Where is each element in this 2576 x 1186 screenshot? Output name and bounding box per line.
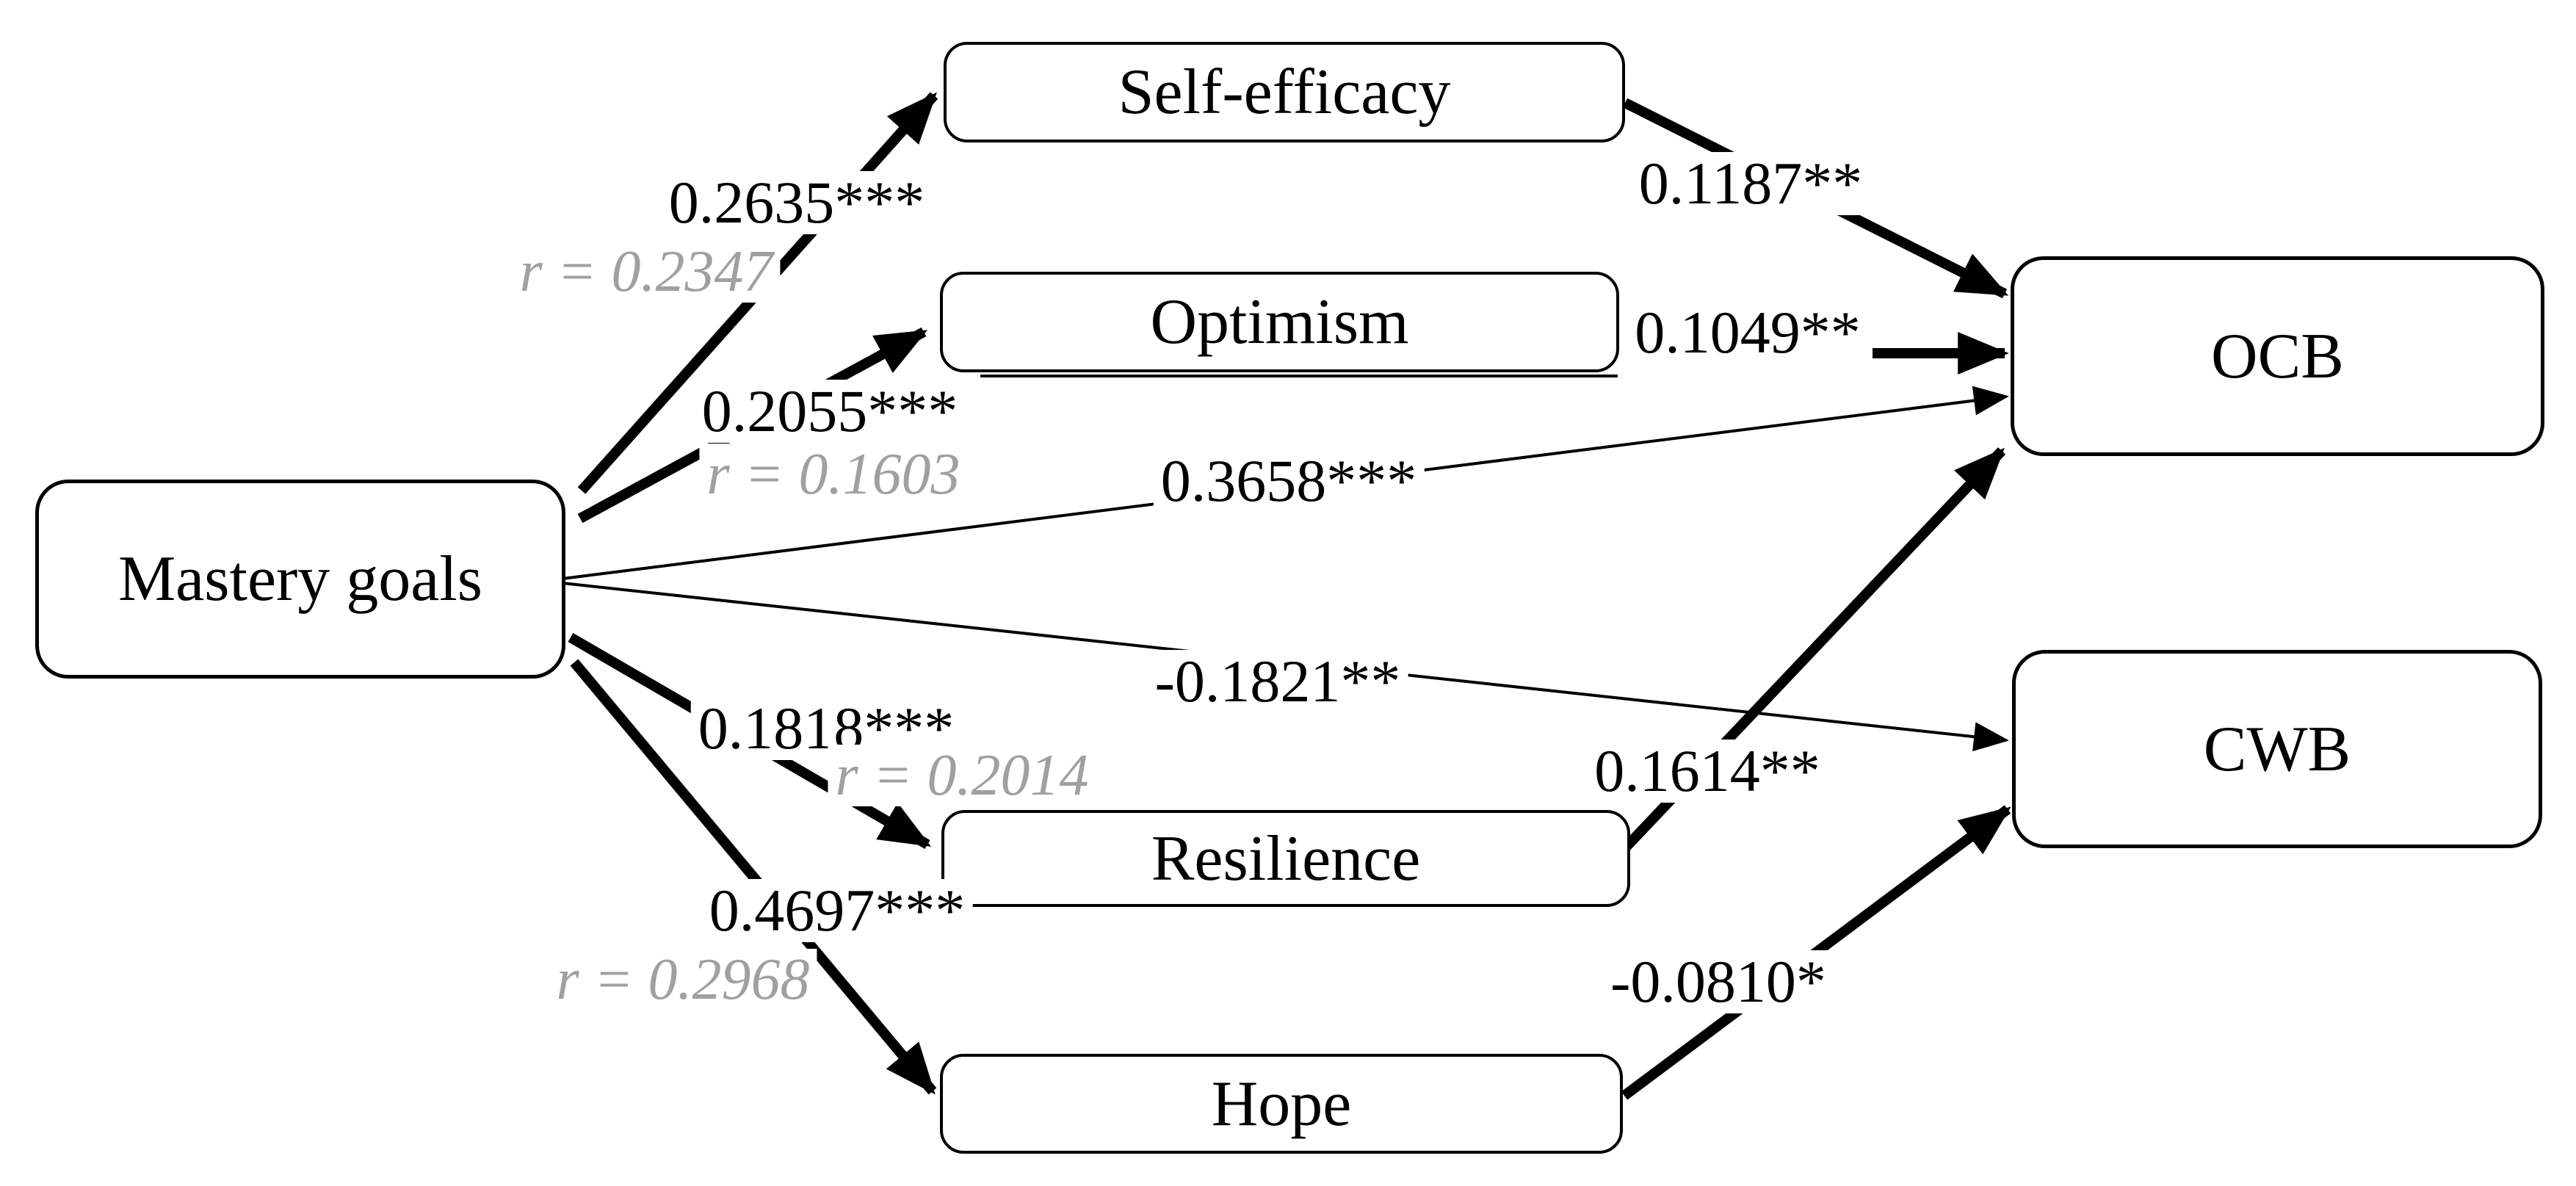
coefficient-mastery-self-efficacy: 0.2635*** <box>661 171 933 234</box>
node-self-efficacy: Self-efficacy <box>944 42 1625 142</box>
correlation-mastery-optimism: r = 0.1603 <box>699 444 968 505</box>
node-cwb-label: CWB <box>2203 713 2351 785</box>
coefficient-optimism-ocb: 0.1049** <box>1627 301 1868 364</box>
node-hope: Hope <box>940 1054 1623 1154</box>
node-resilience-label: Resilience <box>1151 822 1421 894</box>
node-cwb: CWB <box>2012 650 2542 848</box>
node-ocb: OCB <box>2011 256 2544 456</box>
correlation-mastery-resilience: r = 0.2014 <box>828 745 1096 806</box>
coefficient-hope-cwb: -0.0810* <box>1603 950 1834 1013</box>
coefficient-mastery-ocb: 0.3658*** <box>1153 449 1425 513</box>
coefficient-resilience-ocb: 0.1614** <box>1587 740 1828 803</box>
node-ocb-label: OCB <box>2211 320 2344 392</box>
coefficient-mastery-cwb: -0.1821** <box>1147 650 1408 713</box>
node-mastery-goals: Mastery goals <box>35 480 565 679</box>
node-mastery-goals-label: Mastery goals <box>117 543 483 615</box>
path-mastery-to-hope-line <box>570 659 937 1095</box>
node-self-efficacy-label: Self-efficacy <box>1118 57 1451 128</box>
coefficient-mastery-optimism: 0.2055*** <box>694 380 966 443</box>
coefficient-mastery-hope: 0.4697*** <box>701 879 973 942</box>
node-optimism-label: Optimism <box>1150 286 1409 358</box>
correlation-mastery-self-efficacy: r = 0.2347 <box>512 241 781 303</box>
node-optimism: Optimism <box>940 272 1619 372</box>
node-hope-label: Hope <box>1211 1068 1352 1140</box>
correlation-mastery-hope: r = 0.2968 <box>549 949 817 1010</box>
node-resilience: Resilience <box>941 810 1630 907</box>
coefficient-self-efficacy-ocb: 0.1187** <box>1631 152 1870 215</box>
